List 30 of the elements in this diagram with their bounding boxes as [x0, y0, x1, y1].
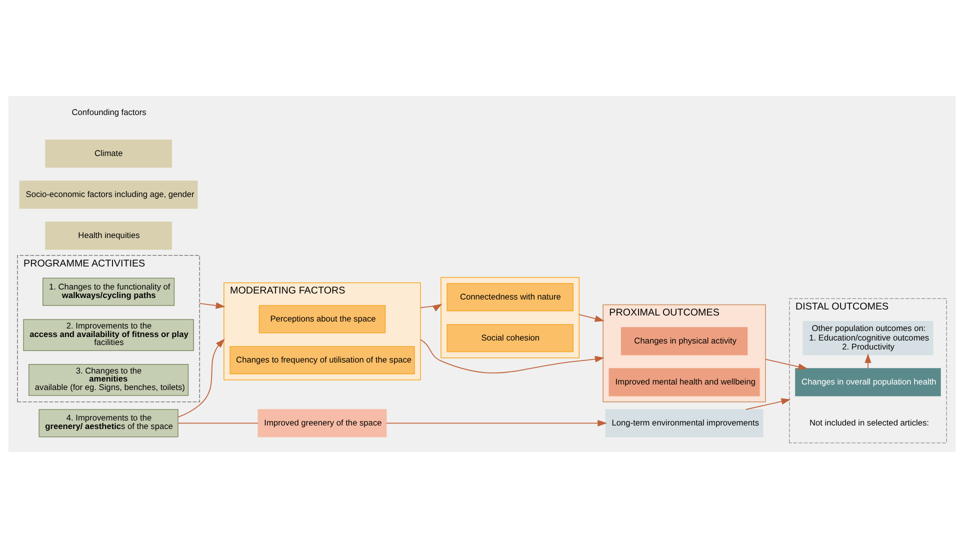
node-box: Improved mental health and wellbeing	[608, 368, 760, 396]
arrow	[420, 303, 442, 311]
node-box: Changes in physical activity	[620, 326, 748, 355]
arrow	[420, 338, 604, 373]
label: Confounding factors	[72, 106, 146, 116]
cluster	[440, 276, 580, 358]
node-box: Social cohesion	[446, 324, 574, 352]
node-box: Long-term environmental improvements	[605, 408, 764, 437]
node-box: Changes in overall population health	[795, 368, 941, 396]
arrow	[578, 314, 604, 322]
node-box: Health inequities	[45, 221, 172, 250]
arrow	[386, 419, 608, 426]
arrow	[199, 302, 226, 308]
node-box: Socio-economic factors including age, gender	[19, 180, 198, 208]
node-box: Perceptions about the space	[258, 304, 386, 333]
node-box: Improved greenery of the space	[258, 408, 387, 437]
node-box: Connectedness with nature	[446, 282, 574, 311]
arrow	[178, 338, 225, 418]
node-box: 4. Improvements to the greenery/ aesthetics of the space	[38, 408, 178, 437]
node-box: Climate	[45, 139, 172, 168]
arrow	[864, 353, 872, 368]
arrow	[765, 358, 808, 370]
node-text: Not included in selected articles:	[810, 416, 929, 427]
arrow	[746, 398, 791, 410]
node-box: 2. Improvements to the access and availability of fitness or play facilities	[23, 318, 194, 351]
node-box: Changes to frequency of utilisation of the space	[230, 346, 415, 374]
connector	[178, 422, 258, 424]
node-box: Other population outcomes on: 1. Education/cognitive outcomes 2. Productivity	[802, 320, 934, 355]
node-box: 3. Changes to the amenities available (for eg. Signs, benches, toilets)	[28, 363, 189, 396]
node-box: 1. Changes to the functionality of walkways/cycling paths	[42, 277, 175, 306]
